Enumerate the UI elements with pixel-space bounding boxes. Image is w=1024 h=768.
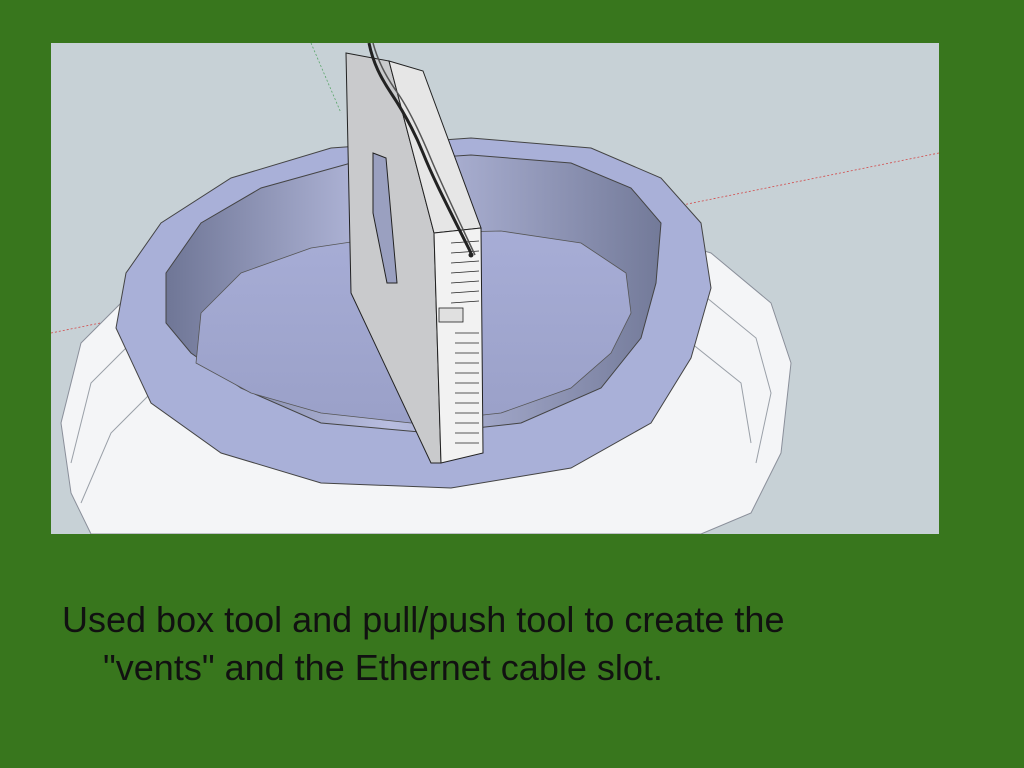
- caption-line-1: Used box tool and pull/push tool to crea…: [62, 599, 785, 640]
- slide-caption: Used box tool and pull/push tool to crea…: [62, 596, 962, 692]
- caption-line-2: "vents" and the Ethernet cable slot.: [103, 647, 663, 688]
- model-screenshot: [51, 43, 939, 534]
- 3d-model-icon: [51, 43, 939, 534]
